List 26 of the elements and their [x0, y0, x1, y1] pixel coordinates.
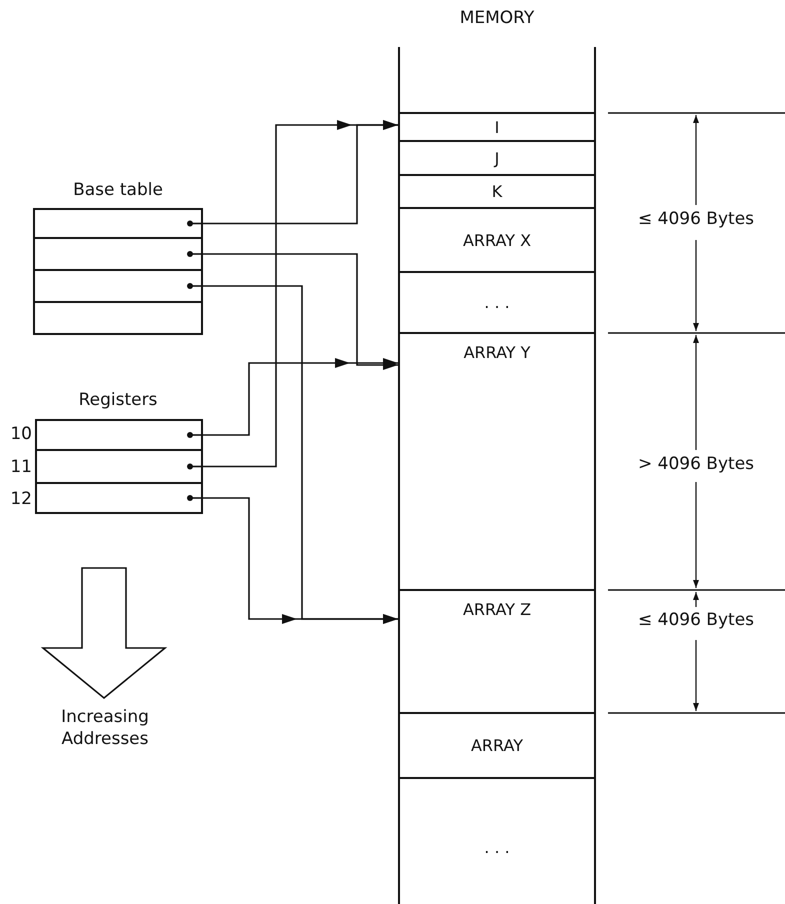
table-row — [33, 269, 203, 303]
cell-label: ARRAY Y — [464, 343, 530, 362]
cell-label: K — [492, 182, 502, 201]
table-row — [33, 237, 203, 271]
register-number: 11 — [9, 457, 32, 479]
cell-label: . . . — [484, 838, 510, 856]
dimension-label: > 4096 Bytes — [636, 453, 756, 476]
table-row — [35, 419, 203, 451]
cell-label: . . . — [484, 293, 510, 312]
column-heading: MEMORY — [458, 8, 536, 30]
dimension-label: ≤ 4096 Bytes — [636, 609, 756, 632]
register-number: 12 — [9, 489, 32, 511]
register-number: 10 — [9, 424, 32, 446]
axis-note: Increasing Addresses — [60, 706, 150, 751]
cell-label: I — [494, 118, 500, 136]
table-heading: Base table — [72, 180, 164, 202]
cell-label: ARRAY — [470, 736, 523, 755]
cell-label: J — [494, 148, 500, 168]
table-row — [33, 208, 203, 239]
table-heading: Registers — [78, 390, 158, 412]
table-row — [35, 449, 203, 484]
cell-label: ARRAY Z — [462, 600, 532, 619]
dimension-label: ≤ 4096 Bytes — [636, 208, 756, 231]
table-row — [33, 301, 203, 335]
cell-label: ARRAY X — [462, 230, 532, 250]
table-row — [35, 482, 203, 514]
